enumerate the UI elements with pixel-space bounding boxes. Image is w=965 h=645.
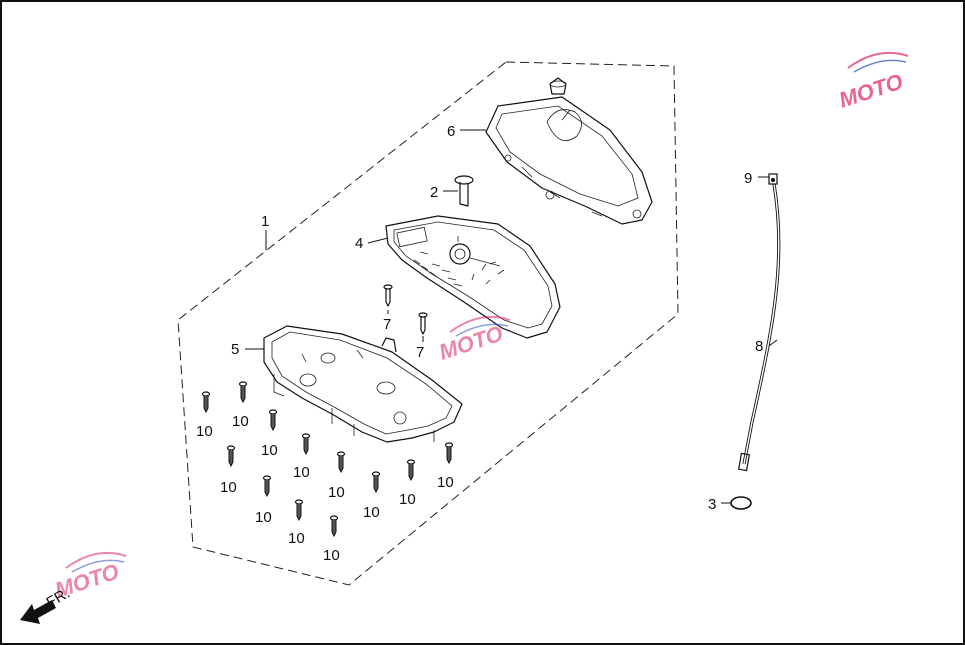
callout-10d: 10 — [220, 479, 237, 496]
callout-1: 1 — [261, 213, 269, 230]
callout-10l: 10 — [323, 547, 340, 564]
callout-8: 8 — [755, 338, 763, 355]
callout-10f: 10 — [255, 509, 272, 526]
screw-10 — [294, 499, 304, 522]
callout-labels: 1 2 3 4 5 6 7 7 8 9 10 10 10 10 10 10 10… — [196, 123, 763, 564]
screw-10 — [238, 381, 248, 404]
meter-upper-cover — [485, 96, 653, 225]
speedometer-cable — [737, 183, 781, 472]
screw-7-a — [383, 284, 393, 307]
leader-lines — [245, 129, 778, 504]
screw-10 — [201, 391, 211, 414]
bulb-plug — [454, 175, 474, 207]
screw-10 — [301, 433, 311, 456]
screw-10 — [262, 475, 272, 498]
callout-2: 2 — [430, 184, 438, 201]
screw-10 — [268, 409, 278, 432]
screw-10 — [406, 459, 416, 482]
callout-10g: 10 — [328, 484, 345, 501]
svg-text:MOTO: MOTO — [836, 69, 906, 113]
screw-10 — [444, 442, 454, 465]
screw-10 — [329, 515, 339, 538]
callout-6: 6 — [447, 123, 455, 140]
grommet — [549, 77, 567, 95]
screws-10-group — [201, 381, 454, 538]
meter-lower-case — [263, 325, 463, 443]
callout-3: 3 — [708, 496, 716, 513]
callout-10b: 10 — [232, 413, 249, 430]
callout-4: 4 — [355, 235, 363, 252]
screw-7-b — [418, 312, 428, 335]
callout-10a: 10 — [196, 423, 213, 440]
front-direction-indicator: FR. — [20, 585, 73, 624]
callout-7a: 7 — [383, 316, 391, 333]
callout-10j: 10 — [399, 491, 416, 508]
front-arrow-icon — [20, 600, 56, 624]
watermark-top-right: MOTO — [836, 51, 909, 113]
callout-10i: 10 — [363, 504, 380, 521]
screw-10 — [371, 471, 381, 494]
cable-end-fitting — [768, 173, 778, 185]
callout-5: 5 — [231, 341, 239, 358]
callout-9: 9 — [744, 170, 752, 187]
watermark-center: MOTO — [436, 315, 511, 365]
callout-10h: 10 — [288, 530, 305, 547]
meter-circuit-board — [385, 215, 561, 339]
screw-10 — [226, 445, 236, 468]
callout-10k: 10 — [437, 474, 454, 491]
callout-7b: 7 — [416, 344, 424, 361]
o-ring — [730, 496, 752, 510]
callout-10c: 10 — [261, 442, 278, 459]
svg-text:MOTO: MOTO — [436, 321, 506, 365]
callout-10e: 10 — [293, 464, 310, 481]
assembly-boundary — [177, 61, 679, 586]
screw-10 — [336, 451, 346, 474]
